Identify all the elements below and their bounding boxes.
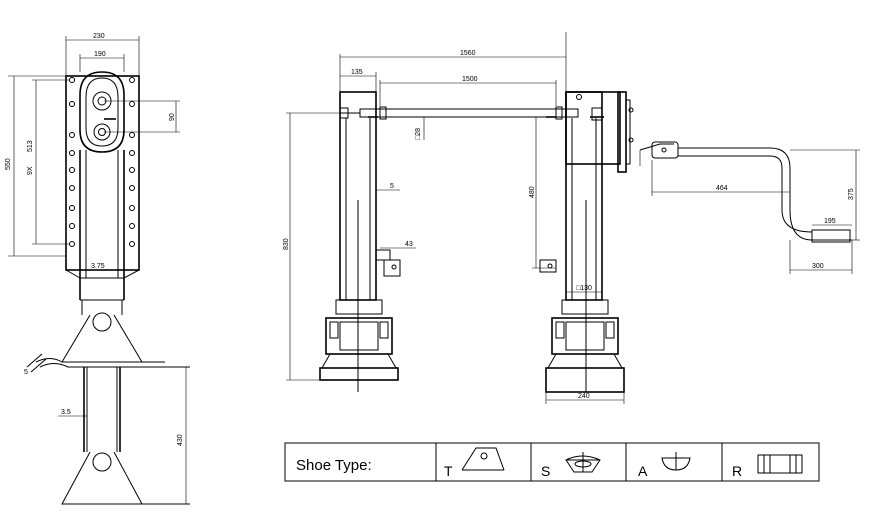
legend-frame (284, 442, 820, 482)
r-shoe-icon (757, 454, 803, 474)
right-base (545, 367, 625, 393)
a-shoe-icon (661, 452, 691, 471)
s-shoe-icon (565, 452, 601, 473)
dim-sq28: □28 (415, 128, 422, 140)
bolt-holes (69, 77, 135, 247)
left-base (319, 367, 399, 381)
crank-coupling (651, 141, 679, 159)
dim-90: 90 (169, 113, 176, 121)
dim-195: 195 (824, 218, 836, 225)
dim-550: 550 (5, 158, 12, 170)
legend-title: Shoe Type: (296, 457, 372, 474)
dim-5-angle: 5 (24, 369, 28, 376)
dim-513-prefix: 9X (27, 166, 34, 175)
dim-480: 480 (529, 186, 536, 198)
dim-1560: 1560 (460, 50, 476, 57)
dim-sq130: □130 (576, 285, 592, 292)
dim-513: 513 (27, 140, 34, 152)
front-view: 1560 1500 135 □28 5 830 480 43 □130 (283, 32, 860, 404)
left-foot (325, 317, 393, 355)
dim-430: 430 (177, 434, 184, 446)
gearbox (565, 91, 621, 165)
shoe-type-s: S (541, 463, 550, 479)
lower-foot-pin (92, 452, 112, 472)
right-outer-leg (565, 91, 603, 301)
dim-5: 5 (390, 183, 394, 190)
left-side-view: 5 230 190 550 9X 513 90 3. (5, 33, 190, 505)
dim-830: 830 (283, 238, 290, 250)
crank-handle (678, 147, 852, 241)
shoe-type-legend: Shoe Type: T S A R (284, 442, 820, 482)
right-foot (551, 317, 619, 355)
dim-300: 300 (812, 263, 824, 270)
dim-190: 190 (94, 51, 106, 58)
dim-375: 375 (848, 188, 855, 200)
upper-foot (61, 314, 143, 363)
shoe-type-t: T (444, 463, 453, 479)
shoe-type-r: R (732, 463, 742, 479)
cross-shaft (359, 108, 579, 118)
t-shoe-icon (461, 447, 505, 471)
lower-foot (61, 451, 143, 505)
dim-135: 135 (351, 69, 363, 76)
dim-230: 230 (93, 33, 105, 40)
upper-foot-pin (92, 312, 112, 332)
dim-240: 240 (578, 393, 590, 400)
dim-3.5: 3.5 (61, 409, 71, 416)
dim-43: 43 (405, 241, 413, 248)
dim-464: 464 (716, 185, 728, 192)
dim-1500: 1500 (462, 76, 478, 83)
dim-3.75: 3.75 (91, 263, 105, 270)
gearbox-housing (79, 71, 125, 153)
shoe-type-a: A (638, 463, 648, 479)
